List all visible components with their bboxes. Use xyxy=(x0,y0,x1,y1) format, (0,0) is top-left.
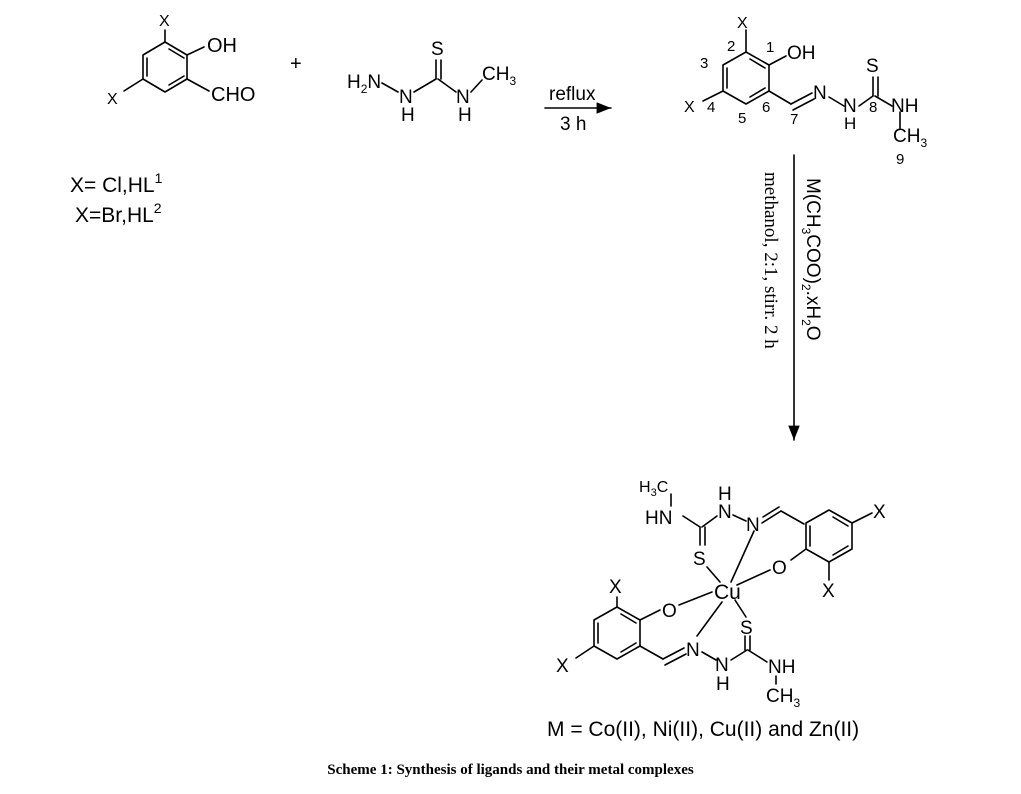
scheme-caption: Scheme 1: Synthesis of ligands and their… xyxy=(327,762,694,778)
ligand-nh: NH xyxy=(891,96,918,117)
ligand-atom-number-8: 8 xyxy=(869,99,877,116)
ligand-s: S xyxy=(866,56,879,77)
plus-sign: + xyxy=(290,53,302,75)
reactant2-n2: N xyxy=(456,87,470,108)
reactant2-ch3: CH3 xyxy=(482,64,516,88)
metals-line: M = Co(II), Ni(II), Cu(II) and Zn(II) xyxy=(547,718,859,741)
arrow1-condition-below: 3 h xyxy=(560,114,586,135)
ligand-definitions: X= Cl,HL1 X=Br,HL2 xyxy=(70,170,163,227)
ligand-atom-number-2: 2 xyxy=(727,38,735,55)
ligand-atom-number-9: 9 xyxy=(896,151,904,168)
arrow2-reagent: M(CH3COO)2.xH2O xyxy=(799,178,823,341)
complex-n-imine-bottom: N xyxy=(686,640,700,661)
reactant1-oh: OH xyxy=(207,35,237,57)
complex-x-bottom-left: X xyxy=(556,656,569,677)
ligand-atom-number-5: 5 xyxy=(738,110,746,127)
reactant-salicylaldehyde: X OH CHO X xyxy=(107,13,255,108)
ligand-atom-number-3: 3 xyxy=(700,55,708,72)
arrow2-conditions: methanol, 2:1, stirr. 2 h xyxy=(760,172,781,349)
reactant2-n1: N xyxy=(399,87,413,108)
complex-h-bottom: H xyxy=(716,674,730,695)
ligand-structure: X OH X N N H S NH CH3 1 2 3 4 5 6 7 8 9 xyxy=(684,15,927,168)
definition-hl1: X= Cl,HL1 xyxy=(70,170,163,197)
reactant1-x-top: X xyxy=(159,13,170,30)
ligand-oh: OH xyxy=(787,43,816,64)
ligand-n-imine: N xyxy=(813,83,827,104)
ligand-h-hydrazine: H xyxy=(844,114,856,133)
reactant-thiosemicarbazide: H2N N H S N H CH3 xyxy=(347,39,516,126)
ligand-x-left: X xyxy=(684,99,695,116)
reactant2-h2n: H2N xyxy=(347,72,381,96)
reactant2-h1: H xyxy=(401,105,415,126)
complex-x-top-bottom: X xyxy=(822,581,835,602)
complex-s-bottom: S xyxy=(740,618,753,639)
reaction-arrow-1: reflux 3 h xyxy=(544,84,612,135)
reactant1-cho: CHO xyxy=(211,84,255,106)
complex-metal: Cu xyxy=(714,581,741,604)
complex-o-bottom: O xyxy=(662,601,677,622)
metal-complex-structure: H3C HN S H N N X X O Cu O xyxy=(556,479,886,710)
definition-hl2: X=Br,HL2 xyxy=(75,200,162,227)
reaction-arrow-2: M(CH3COO)2.xH2O methanol, 2:1, stirr. 2 … xyxy=(760,154,823,441)
reactant2-h2: H xyxy=(458,105,472,126)
reactant2-s: S xyxy=(431,39,444,60)
ligand-ch3: CH3 xyxy=(893,126,927,150)
ligand-atom-number-7: 7 xyxy=(790,111,798,128)
complex-n-hydrazine-bottom: N xyxy=(715,655,729,676)
complex-nh-bottom: NH xyxy=(768,657,795,678)
complex-n-imine-top: N xyxy=(746,515,760,536)
ligand-x-top: X xyxy=(737,15,748,32)
complex-hn-top: HN xyxy=(645,508,672,529)
complex-ch3-bottom: CH3 xyxy=(766,686,800,710)
complex-x-top-right: X xyxy=(873,502,886,523)
ligand-atom-number-6: 6 xyxy=(762,99,770,116)
complex-n-hydrazine-top: N xyxy=(718,502,732,523)
complex-h-top: H xyxy=(718,484,732,505)
ligand-n-hydrazine: N xyxy=(843,96,857,117)
ligand-atom-number-4: 4 xyxy=(707,99,715,116)
complex-h3c: H3C xyxy=(639,479,668,499)
complex-s-top: S xyxy=(693,549,706,570)
reactant1-x-left: X xyxy=(107,91,118,108)
arrow1-condition-above: reflux xyxy=(549,84,596,105)
complex-o-top: O xyxy=(772,558,787,579)
complex-x-bottom-top: X xyxy=(609,577,622,598)
ligand-atom-number-1: 1 xyxy=(766,39,774,56)
